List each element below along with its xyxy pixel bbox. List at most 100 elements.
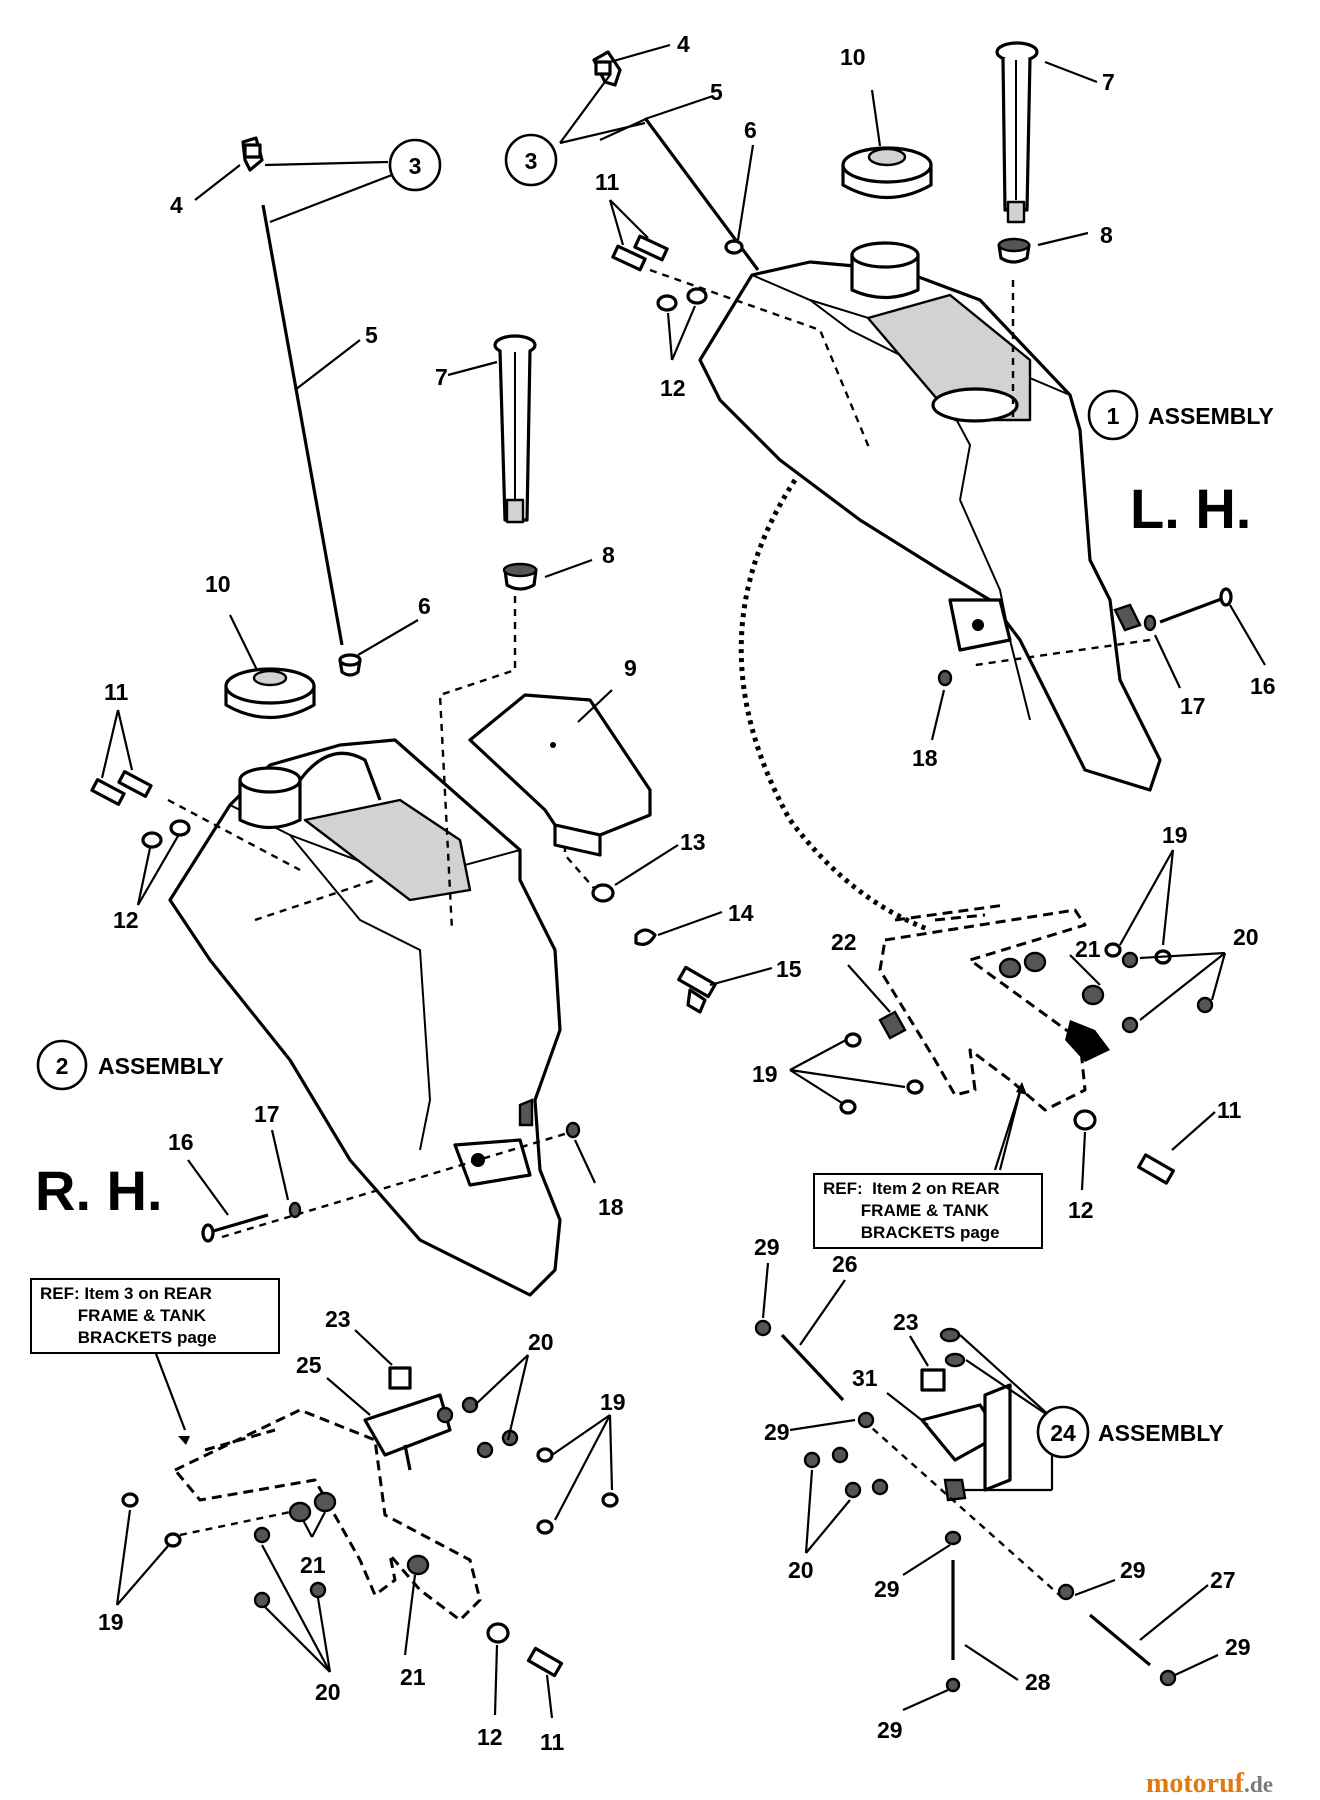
rh-bolts-11: [90, 770, 153, 806]
svg-text:3: 3: [409, 153, 422, 179]
svg-text:3: 3: [525, 148, 538, 174]
watermark-main: motoruf: [1146, 1768, 1244, 1799]
callout: 5: [710, 79, 723, 105]
washer-12-left: [486, 1622, 510, 1644]
assembly-marker-3-right: 3: [504, 133, 558, 187]
bolt-11-right: [1137, 1153, 1175, 1185]
callout: 28: [1025, 1669, 1051, 1695]
bracket-31: [920, 1383, 1012, 1492]
callout: 25: [296, 1352, 322, 1378]
callout: 10: [840, 44, 866, 70]
bolt-11-left: [526, 1646, 564, 1678]
lh-gauge-grommet: [997, 237, 1031, 264]
assembly-marker-24: 24 ASSEMBLY: [1036, 1405, 1224, 1459]
rear-frame-right: [878, 903, 1087, 1112]
ref-note-left: REF: Item 3 on REAR FRAME & TANK BRACKET…: [30, 1278, 280, 1354]
callout: 19: [1162, 822, 1188, 848]
nuts-20-bottom-right: [803, 1446, 889, 1499]
callout: 12: [477, 1724, 503, 1750]
callout: 29: [874, 1576, 900, 1602]
rh-vent-tube: [261, 204, 344, 646]
rod-27: [1088, 1613, 1152, 1667]
bolts-19-right-bottom: [839, 1032, 924, 1115]
callout: 12: [1068, 1197, 1094, 1223]
callout: 29: [1120, 1557, 1146, 1583]
lh-fuel-tank: [698, 241, 1162, 792]
callout: 29: [764, 1419, 790, 1445]
svg-text:ASSEMBLY: ASSEMBLY: [1098, 1420, 1224, 1446]
callout: 17: [1180, 693, 1206, 719]
nuts-20-right: [1121, 951, 1214, 1034]
callout: 20: [528, 1329, 554, 1355]
rh-fuel-cap: [224, 667, 316, 720]
rh-gauge-grommet: [502, 562, 538, 591]
rh-grommet: [338, 653, 362, 677]
callout: 10: [205, 571, 231, 597]
lh-nut-18: [937, 669, 953, 687]
callout: 12: [660, 375, 686, 401]
lh-fuel-gauge: [995, 41, 1039, 224]
callout: 12: [113, 907, 139, 933]
nuts-21-right: [998, 951, 1105, 1006]
nuts-20-left-bottom: [253, 1526, 327, 1609]
callout: 9: [624, 655, 637, 681]
callout: 26: [832, 1251, 858, 1277]
callout: 19: [98, 1609, 124, 1635]
heat-shield: [468, 693, 652, 857]
svg-text:ASSEMBLY: ASSEMBLY: [98, 1053, 224, 1079]
assembly-24-parts: [939, 1327, 967, 1502]
callout: 7: [435, 364, 448, 390]
ref-note-right: REF: Item 2 on REAR FRAME & TANK BRACKET…: [813, 1173, 1043, 1249]
nuts-20-left-top: [436, 1396, 519, 1459]
rh-washers-12: [141, 819, 191, 849]
nuts-21-left: [288, 1491, 430, 1576]
callout: 21: [300, 1552, 326, 1578]
lh-bolts-11: [611, 234, 669, 272]
watermark-logo: motoruf.de: [1146, 1768, 1273, 1800]
rh-washer-17: [288, 1201, 302, 1219]
arrow-mark: [1065, 1020, 1110, 1062]
rh-fuel-gauge: [493, 334, 537, 524]
lh-washers-12: [656, 287, 708, 312]
callout: 4: [677, 31, 690, 57]
callout: 16: [168, 1129, 194, 1155]
washer-13: [591, 883, 615, 903]
rh-fuel-tank: [168, 738, 562, 1297]
callout: 22: [831, 929, 857, 955]
svg-text:1: 1: [1107, 403, 1120, 429]
rh-pin-16: [201, 1213, 269, 1243]
bolt-23-right: [920, 1368, 946, 1392]
rear-frame-left: [173, 1408, 482, 1622]
rh-vent-fitting: [241, 136, 264, 172]
lh-label: L. H.: [1130, 477, 1251, 540]
svg-text:ASSEMBLY: ASSEMBLY: [1148, 403, 1274, 429]
callout: 21: [400, 1664, 426, 1690]
lh-washer-17: [1143, 614, 1157, 632]
callout: 23: [325, 1306, 351, 1332]
assembly-marker-2: 2 ASSEMBLY: [36, 1039, 224, 1091]
callout: 11: [595, 169, 620, 195]
callout: 11: [540, 1729, 565, 1755]
callout: 5: [365, 322, 378, 348]
callout: 29: [877, 1717, 903, 1743]
lock-washer-14: [634, 928, 657, 946]
callout: 11: [1217, 1097, 1242, 1123]
rh-nut-18: [565, 1121, 581, 1139]
callout: 29: [1225, 1634, 1251, 1660]
clips-29: [754, 1319, 1177, 1693]
callout: 16: [1250, 673, 1276, 699]
callout: 27: [1210, 1567, 1236, 1593]
callout: 14: [728, 900, 754, 926]
callout: 13: [680, 829, 706, 855]
bracket-25: [363, 1393, 452, 1471]
bolt-15: [677, 965, 717, 1014]
callout: 11: [104, 679, 129, 705]
callout: 18: [912, 745, 938, 771]
callout: 20: [315, 1679, 341, 1705]
svg-text:2: 2: [56, 1053, 69, 1079]
watermark-suffix: .de: [1243, 1772, 1274, 1798]
assembly-marker-3-left: 3: [388, 138, 442, 192]
washer-12-right: [1073, 1109, 1097, 1131]
callout: 21: [1075, 936, 1101, 962]
